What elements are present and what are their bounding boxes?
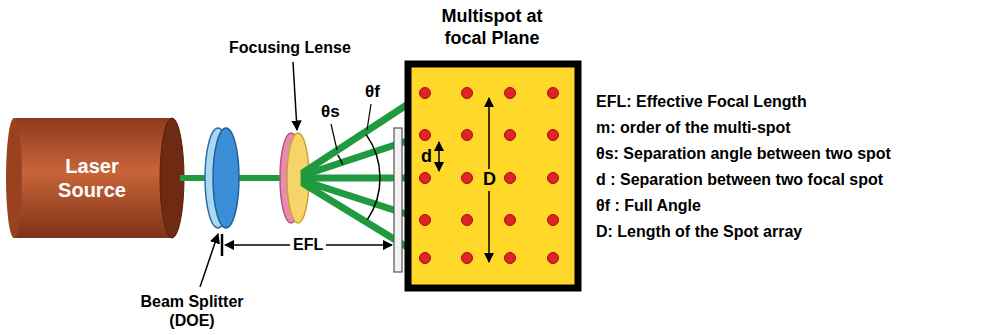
part-label: Beam Splitter (DOE) — [127, 292, 257, 330]
focal-spot — [505, 173, 516, 184]
focal-spot — [505, 215, 516, 226]
focal-spot — [548, 173, 559, 184]
focal-spot — [420, 130, 431, 141]
laser-back — [6, 118, 22, 238]
laser-cylinder — [6, 118, 184, 238]
focal-spot — [548, 253, 559, 264]
beam-splitter-disk — [205, 128, 239, 228]
dimension-symbol: D — [480, 169, 499, 191]
node-text: Multispot at focal Plane — [422, 6, 562, 49]
definition-text: d : Separation between two focal spot — [596, 170, 883, 189]
focal-spot — [462, 88, 473, 99]
focal-spot — [505, 253, 516, 264]
focal-spot — [548, 130, 559, 141]
focal-spot — [548, 215, 559, 226]
focal-spot — [462, 173, 473, 184]
focal-plane-box — [408, 64, 578, 288]
focal-plane-node: Multispot at focal Plane — [422, 6, 562, 49]
definition-text: θf : Full Angle — [596, 196, 701, 215]
definition-text: EFL: Effective Focal Length — [596, 92, 807, 111]
focal-spot — [420, 215, 431, 226]
definition-text: m: order of the multi-spot — [596, 118, 791, 137]
spot-separation-arrow — [438, 142, 440, 171]
focal-spot — [420, 173, 431, 184]
dimension-label: EFL — [290, 235, 326, 254]
angle-symbol: θs — [321, 102, 340, 122]
focal-spot — [548, 88, 559, 99]
leader-arrow — [293, 62, 297, 130]
laser-body — [14, 118, 172, 238]
definition-text: θs: Separation angle between two spot — [596, 144, 891, 163]
doe-face — [213, 128, 239, 228]
focal-spot — [462, 253, 473, 264]
focal-spot — [420, 88, 431, 99]
focal-spot — [505, 130, 516, 141]
window-plate — [394, 128, 402, 272]
part-label: Focusing Lense — [229, 38, 351, 57]
leader-arrow — [200, 234, 218, 287]
focal-spot — [462, 130, 473, 141]
spot-array — [420, 88, 559, 264]
node-text: Laser Source — [42, 154, 142, 202]
focal-spot — [420, 253, 431, 264]
focal-spot — [505, 88, 516, 99]
laser-source-box: Laser Source — [42, 154, 142, 202]
angle-symbol: θf — [365, 82, 380, 102]
full-angle-arc — [366, 135, 380, 220]
focal-spot — [462, 215, 473, 226]
leader-line — [331, 124, 337, 150]
separation-angle-arc — [338, 155, 343, 165]
leader-line — [367, 104, 371, 130]
dimension-symbol: d — [421, 146, 432, 168]
efl-tick — [221, 234, 224, 256]
definition-text: D: Length of the Spot array — [596, 222, 802, 241]
